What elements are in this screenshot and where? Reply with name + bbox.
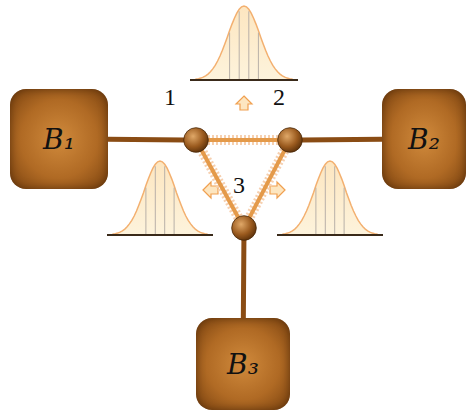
bath-label: B₂ bbox=[408, 123, 440, 156]
bath-label: B₃ bbox=[227, 348, 259, 381]
gaussian-curve bbox=[283, 161, 377, 235]
level-line bbox=[174, 188, 175, 235]
level-line bbox=[164, 166, 165, 235]
connector-line bbox=[202, 151, 239, 218]
connector-line bbox=[302, 137, 382, 143]
level-line bbox=[325, 166, 326, 235]
coupling-bond bbox=[250, 151, 285, 218]
bath-label: B₁ bbox=[43, 123, 75, 156]
coupling-bond bbox=[202, 151, 239, 218]
connector-line bbox=[241, 240, 247, 318]
level-line bbox=[315, 188, 316, 235]
arrow-left bbox=[203, 182, 218, 198]
connector-line bbox=[250, 151, 285, 218]
bath-coupling bbox=[243, 240, 245, 318]
bond-glow bbox=[250, 151, 285, 218]
baseline bbox=[107, 234, 213, 236]
site-sphere: 2 bbox=[277, 127, 303, 153]
coupling-bond bbox=[208, 140, 278, 141]
site-number: 3 bbox=[233, 172, 245, 199]
level-line bbox=[248, 11, 249, 80]
level-line bbox=[239, 11, 240, 80]
level-line bbox=[344, 188, 345, 235]
bath-coupling bbox=[108, 139, 184, 141]
gaussian-curve bbox=[196, 6, 292, 80]
baseline bbox=[277, 234, 383, 236]
bath-box: B₂ bbox=[382, 89, 466, 189]
bath-coupling bbox=[302, 139, 382, 141]
level-line bbox=[334, 166, 335, 235]
sphere-symbol bbox=[231, 215, 257, 241]
level-line bbox=[155, 166, 156, 235]
site-number: 1 bbox=[164, 84, 176, 111]
connector-line bbox=[208, 138, 278, 142]
baseline bbox=[190, 79, 298, 81]
sphere-symbol bbox=[183, 127, 209, 153]
level-line bbox=[145, 188, 146, 235]
bond-glow bbox=[202, 151, 239, 218]
sphere-symbol bbox=[277, 127, 303, 153]
site-sphere: 1 bbox=[183, 127, 209, 153]
bath-box: B₃ bbox=[196, 318, 290, 410]
site-sphere: 3 bbox=[231, 215, 257, 241]
bond-glow bbox=[208, 135, 278, 145]
level-line bbox=[258, 33, 259, 80]
bath-box: B₁ bbox=[10, 89, 108, 189]
arrow-up bbox=[236, 96, 252, 110]
connector-line bbox=[108, 137, 184, 143]
site-number: 2 bbox=[273, 84, 285, 111]
arrow-right bbox=[270, 182, 285, 198]
gaussian-curve bbox=[113, 161, 207, 235]
level-line bbox=[229, 33, 230, 80]
